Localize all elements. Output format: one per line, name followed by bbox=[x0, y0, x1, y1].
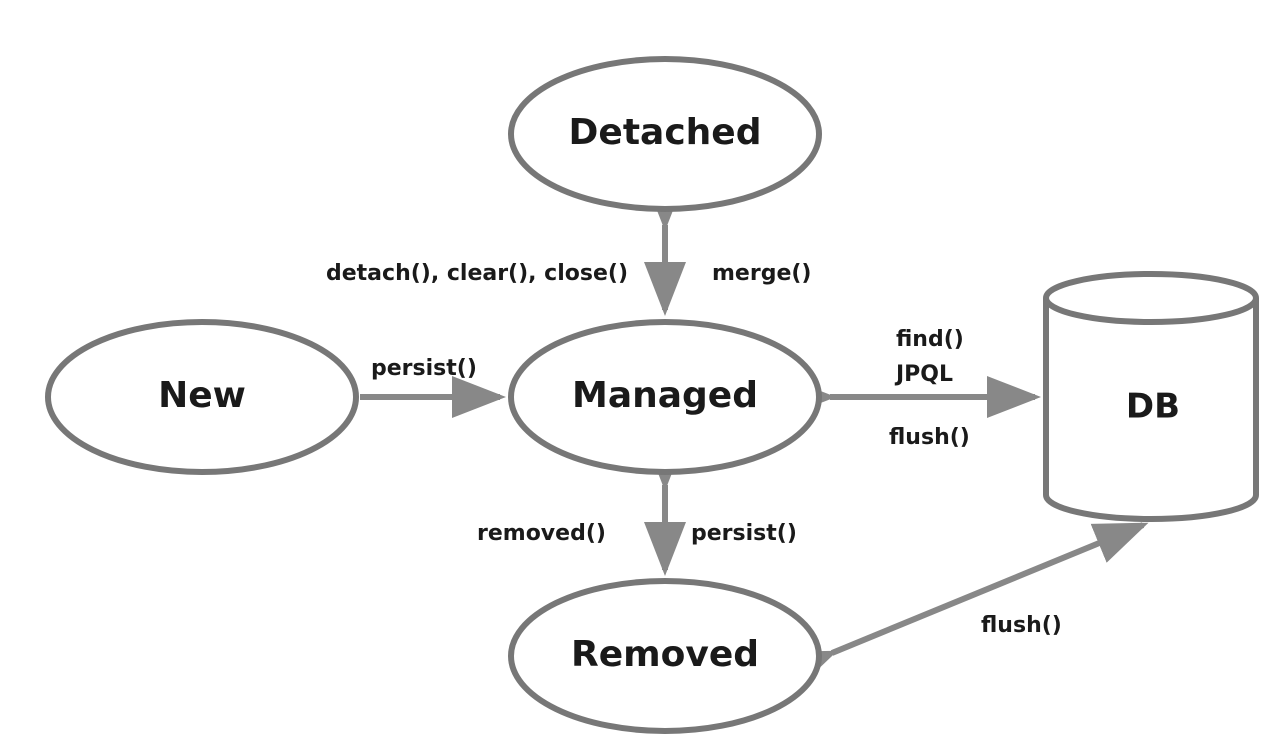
find-label: find() bbox=[896, 327, 964, 352]
detach-label: detach(), clear(), close() bbox=[326, 261, 628, 286]
node-removed: Removed bbox=[508, 578, 822, 734]
node-managed: Managed bbox=[508, 319, 822, 475]
node-detached: Detached bbox=[508, 56, 822, 212]
node-db: DB bbox=[1043, 271, 1259, 522]
node-new-label: New bbox=[158, 375, 246, 416]
flush-managed-label: flush() bbox=[889, 425, 970, 450]
db-cylinder-top bbox=[1043, 271, 1259, 325]
edge-removed-db bbox=[779, 522, 1149, 691]
removed-label: removed() bbox=[477, 521, 606, 546]
jpql-label: JPQL bbox=[894, 362, 953, 387]
node-db-label: DB bbox=[1126, 387, 1180, 427]
db-cylinder-body bbox=[1043, 298, 1259, 522]
flush-removed-label: flush() bbox=[981, 613, 1062, 638]
merge-label: merge() bbox=[712, 261, 811, 286]
persist-new-label: persist() bbox=[371, 356, 477, 381]
node-detached-label: Detached bbox=[569, 112, 762, 153]
node-removed-label: Removed bbox=[571, 634, 759, 675]
node-managed-label: Managed bbox=[572, 375, 758, 416]
node-new: New bbox=[45, 319, 359, 475]
persist-removed-label: persist() bbox=[691, 521, 797, 546]
